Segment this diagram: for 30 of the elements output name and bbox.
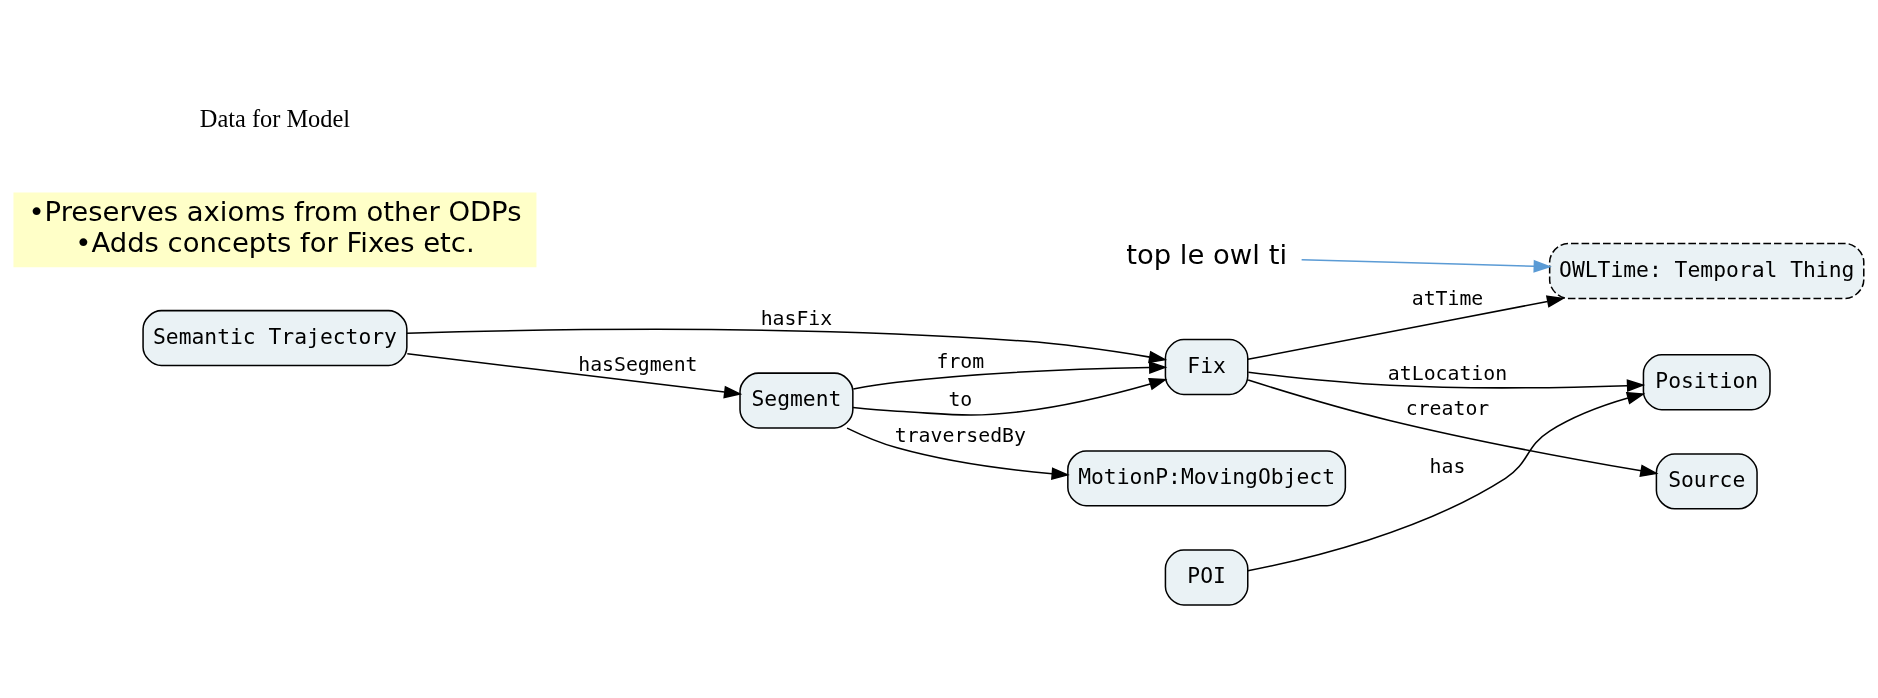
arrow <box>846 426 1070 480</box>
node-box: MotionP:MovingObject <box>1067 449 1347 507</box>
node-box: Position <box>1642 353 1771 410</box>
arrow <box>852 360 1168 390</box>
node-box: Source <box>1655 452 1758 510</box>
arrow <box>1247 378 1659 477</box>
node-box: Semantic Trajectory <box>142 309 408 366</box>
node-box: Segment <box>739 371 854 429</box>
arrow <box>852 377 1168 416</box>
edge-label: traversedBy <box>894 423 1026 447</box>
arrow <box>406 328 1168 363</box>
arrow <box>1247 294 1566 360</box>
label: Data for Model <box>199 104 351 132</box>
edge-label: hasFix <box>760 306 833 330</box>
arrow <box>1247 391 1646 571</box>
node-text: top le owl ti <box>1126 238 1288 270</box>
edge-label: to <box>948 387 973 411</box>
edge-label: from <box>936 349 985 373</box>
arrow <box>1300 258 1552 273</box>
node-box: OWLTime: Temporal Thing <box>1548 242 1865 299</box>
edge-label: hasSegment <box>578 352 698 376</box>
node-box: •Preserves axioms from other ODPs •Adds concepts for Fixes etc. <box>13 191 537 267</box>
arrow <box>406 352 743 398</box>
edge-label: has <box>1429 454 1466 478</box>
node-box: Fix <box>1164 338 1249 395</box>
arrow <box>1247 371 1646 392</box>
edge-label: atTime <box>1411 286 1484 310</box>
edge-label: atLocation <box>1387 361 1508 385</box>
node-box: POI <box>1164 548 1249 606</box>
edge-label: creator <box>1405 396 1490 420</box>
